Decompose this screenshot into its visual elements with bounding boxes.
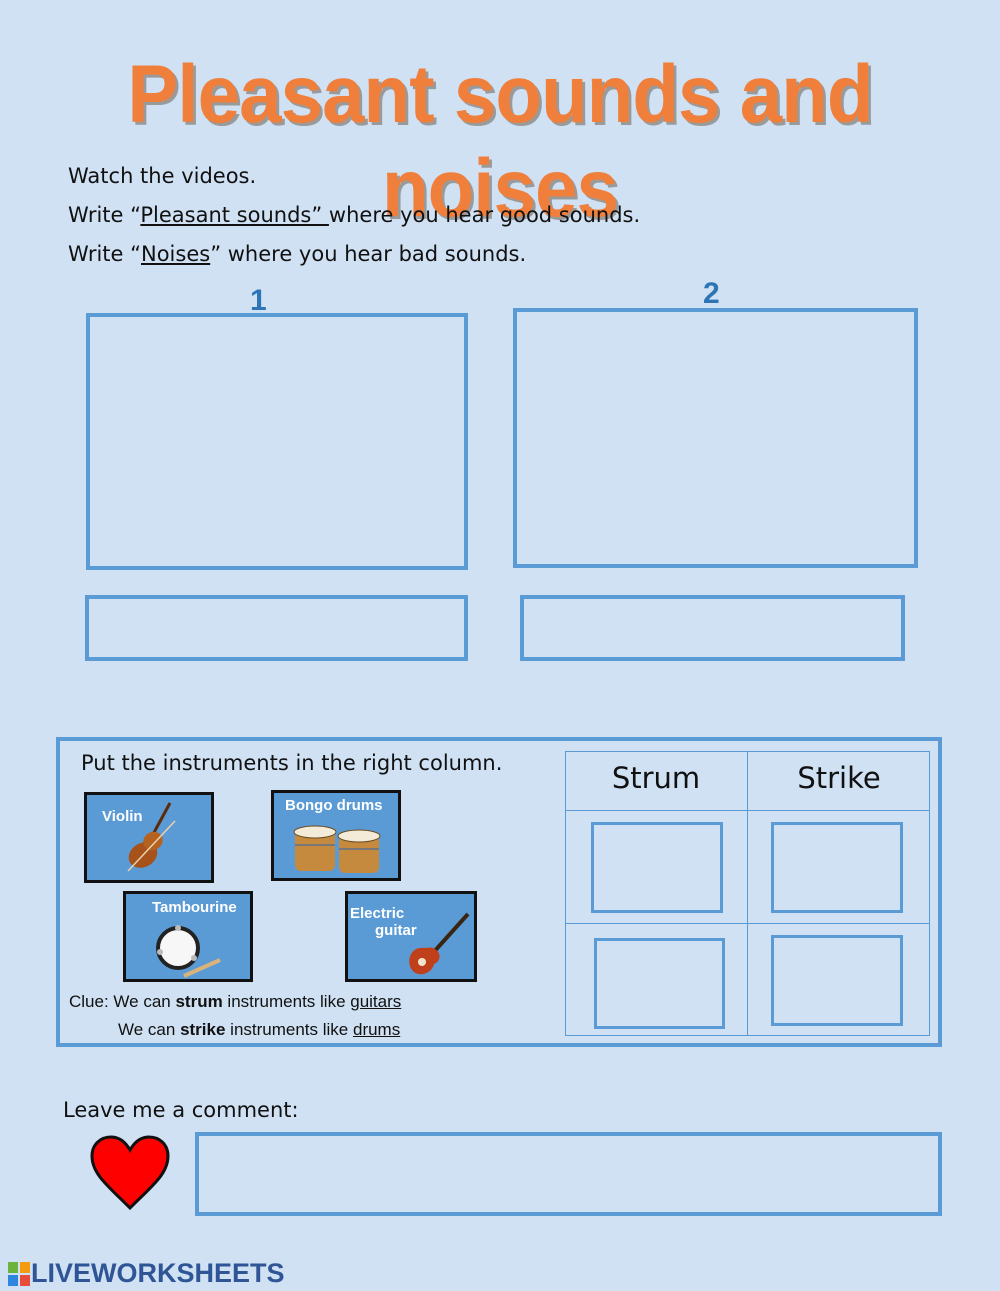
table-divider bbox=[565, 810, 930, 811]
table-divider bbox=[747, 751, 748, 1036]
instruction-text: Write “ bbox=[68, 242, 141, 266]
card-label: Bongo drums bbox=[285, 797, 383, 814]
header-strike: Strike bbox=[797, 761, 881, 795]
video-player-1[interactable] bbox=[86, 313, 468, 570]
instruction-text: ” where you hear bad sounds. bbox=[210, 242, 527, 266]
card-bongo-drums[interactable]: Bongo drums bbox=[271, 790, 401, 881]
card-label: guitar bbox=[375, 922, 417, 939]
answer-input-1[interactable] bbox=[85, 595, 468, 661]
brand-name: LIVEWORKSHEETS bbox=[31, 1258, 285, 1288]
video-number-1: 1 bbox=[250, 284, 267, 317]
instruction-line-1: Watch the videos. bbox=[68, 164, 257, 188]
instruction-underlined: Noises bbox=[141, 242, 211, 266]
clue-text: instruments like bbox=[225, 1020, 353, 1039]
card-electric-guitar[interactable]: Electric guitar bbox=[345, 891, 477, 982]
instruments-prompt: Put the instruments in the right column. bbox=[81, 751, 503, 775]
instruction-text: Write “ bbox=[68, 203, 141, 227]
instruction-text: where you hear good sounds. bbox=[328, 203, 641, 227]
clue-bold: strum bbox=[175, 992, 223, 1011]
header-strum: Strum bbox=[611, 761, 701, 795]
instruction-line-2: Write “Pleasant sounds” where you hear g… bbox=[68, 203, 640, 227]
drop-zone-strum-1[interactable] bbox=[591, 822, 723, 913]
heart-icon bbox=[90, 1135, 170, 1211]
page-title: Pleasant sounds and noises bbox=[127, 49, 873, 234]
clue-bold: strike bbox=[180, 1020, 226, 1039]
violin-icon bbox=[127, 802, 176, 872]
card-label: Tambourine bbox=[152, 899, 237, 916]
card-label: Violin bbox=[102, 808, 143, 825]
video-number-2: 2 bbox=[703, 277, 720, 310]
clue-underlined: drums bbox=[352, 1020, 401, 1039]
liveworksheets-logo-icon bbox=[8, 1262, 30, 1286]
drop-zone-strike-2[interactable] bbox=[771, 935, 903, 1026]
clue-line-2: We can strike instruments like drums bbox=[118, 1020, 400, 1040]
electric-guitar-icon bbox=[409, 912, 470, 975]
instruction-line-3: Write “Noises” where you hear bad sounds… bbox=[68, 242, 526, 266]
video-player-2[interactable] bbox=[513, 308, 918, 568]
bongo-drums-icon bbox=[293, 825, 381, 873]
drop-zone-strum-2[interactable] bbox=[594, 938, 725, 1029]
clue-text: We can bbox=[118, 1020, 181, 1039]
comment-input[interactable] bbox=[195, 1132, 942, 1216]
answer-input-2[interactable] bbox=[520, 595, 905, 661]
table-divider bbox=[565, 923, 930, 924]
clue-line-1: Clue: We can strum instruments like guit… bbox=[69, 992, 401, 1012]
tambourine-icon bbox=[156, 925, 221, 978]
card-label: Electric bbox=[350, 905, 405, 922]
clue-text: Clue: We can bbox=[69, 992, 176, 1011]
clue-text: instruments like bbox=[222, 992, 351, 1011]
instruction-underlined: Pleasant sounds” bbox=[140, 203, 329, 227]
comment-label: Leave me a comment: bbox=[63, 1098, 299, 1122]
instruments-section bbox=[56, 737, 942, 1047]
clue-underlined: guitars bbox=[350, 992, 402, 1011]
card-violin[interactable]: Violin bbox=[84, 792, 214, 883]
drop-zone-strike-1[interactable] bbox=[771, 822, 903, 913]
card-tambourine[interactable]: Tambourine bbox=[123, 891, 253, 982]
